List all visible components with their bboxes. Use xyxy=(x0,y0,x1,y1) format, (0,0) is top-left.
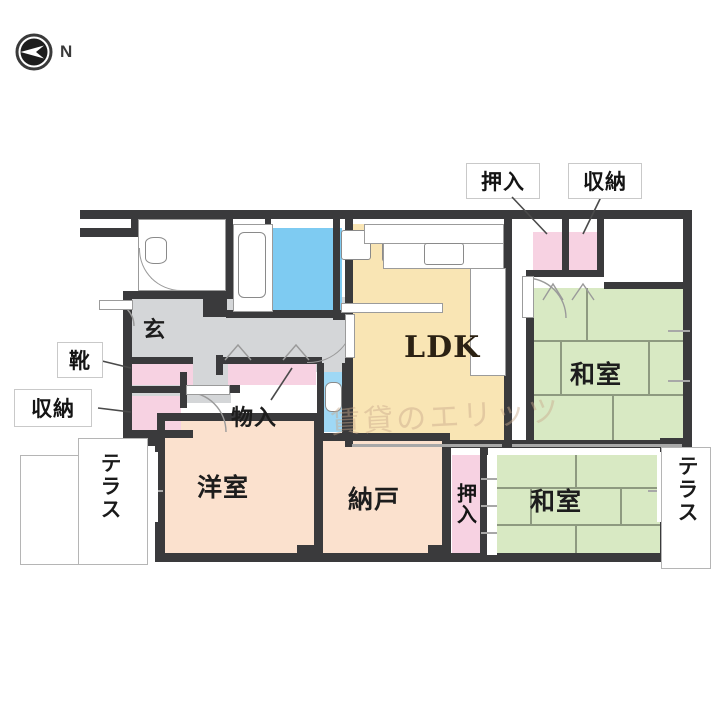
exterior-wall-bottom-step xyxy=(297,545,319,555)
interior-wall-tatami-left xyxy=(526,270,534,448)
interior-wall-ldk-right xyxy=(504,219,512,447)
oshiire-tick xyxy=(481,478,497,480)
tatami-seam xyxy=(575,524,577,558)
window-mark xyxy=(668,380,690,382)
tatami-seam xyxy=(586,288,588,340)
callout-oshiire-bottom: 押入 xyxy=(453,483,478,525)
interior-wall-monoire-top xyxy=(222,357,322,364)
tatami-seam xyxy=(533,340,691,342)
interior-wall-toilet-right xyxy=(342,363,349,435)
tatami-seam xyxy=(560,340,562,394)
tatami-seam xyxy=(612,394,614,446)
interior-wall-hallsplit xyxy=(216,355,223,375)
exterior-wall-right xyxy=(683,210,692,447)
ldk-door-panel xyxy=(345,314,355,358)
callout-shuno-top: 収納 xyxy=(568,163,642,199)
interior-wall-wash xyxy=(333,219,340,319)
tatami-seam xyxy=(575,455,577,487)
interior-wall-yoshitsu-top xyxy=(157,413,323,421)
interior-wall-closet-div xyxy=(562,219,569,277)
room-fill-yoshitsu xyxy=(165,420,315,558)
room-fill-nando xyxy=(322,440,442,558)
sliding-door-panel xyxy=(148,452,158,522)
interior-wall-nando-right xyxy=(442,440,451,560)
room-label-ldk: LDK xyxy=(404,330,481,365)
room-label-monoire: 物入 xyxy=(231,406,278,431)
interior-wall-closet-right xyxy=(597,219,604,277)
entry-door-panel xyxy=(186,385,230,395)
interior-wall-closet-base-left xyxy=(526,270,566,277)
interior-wall-shoecloset-top xyxy=(131,357,193,364)
compass-direction-label: N xyxy=(60,42,73,61)
tatami-seam xyxy=(620,487,622,524)
compass-north-icon xyxy=(14,32,54,72)
closet-fill-monoire xyxy=(228,363,316,385)
kitchen-sink-icon xyxy=(424,243,464,265)
callout-oshiire-top: 押入 xyxy=(466,163,540,199)
exterior-wall-bottom-step2 xyxy=(428,545,446,555)
interior-wall-toilet-left xyxy=(317,363,324,435)
terrace-right-label: テラス xyxy=(675,455,699,524)
terrace-right-box xyxy=(661,447,711,569)
room-label-washitsu-upper: 和室 xyxy=(570,360,623,389)
washitsu-door-panel xyxy=(522,276,534,318)
closet-fill-oshiire-bottom xyxy=(452,455,480,558)
room-label-washitsu-lower: 和室 xyxy=(530,487,583,516)
room-label-genkan: 玄 xyxy=(143,318,167,343)
exterior-wall-top xyxy=(80,210,692,219)
wall-notch-vertical xyxy=(131,219,139,237)
interior-wall-bath-bottom xyxy=(226,310,341,318)
tatami-seam xyxy=(497,487,660,489)
hall-door-panel xyxy=(99,300,133,310)
bathtub-fixture-icon xyxy=(238,232,266,298)
room-fill-sink-area xyxy=(280,228,342,318)
interior-wall-tatami-upper-top xyxy=(604,282,684,289)
oshiire-tick xyxy=(481,532,497,534)
exterior-wall-bottom xyxy=(155,553,669,562)
closet-fill-shoe-upper xyxy=(131,363,193,385)
window-mark xyxy=(668,330,690,332)
interior-wall-shoecloset-mid xyxy=(131,386,193,393)
balcony-rail-2 xyxy=(512,444,682,447)
interior-wall-bath-left xyxy=(226,219,233,299)
room-fill-washitsu-lower xyxy=(497,455,660,558)
exterior-wall-left xyxy=(123,291,132,446)
terrace-left-box-inner xyxy=(78,438,148,565)
closet-fill-oshiire-top xyxy=(533,232,562,274)
room-label-nando: 納戸 xyxy=(348,485,401,514)
closet-fill-shuno-top xyxy=(568,232,598,274)
interior-wall-shoecloset-bottom xyxy=(131,430,193,438)
callout-shuno-left: 収納 xyxy=(14,389,92,427)
callout-kutsu: 靴 xyxy=(57,342,103,378)
terrace-left-label: テラス xyxy=(98,452,122,521)
interior-wall-hall-top xyxy=(131,291,227,299)
room-label-yoshitsu: 洋室 xyxy=(197,473,250,502)
kitchen-counter-outline xyxy=(364,224,504,244)
tatami-seam xyxy=(530,487,532,524)
balcony-rail xyxy=(352,444,502,447)
washroom-counter xyxy=(341,303,443,313)
toilet-small-icon xyxy=(325,382,342,412)
interior-wall-nando-top xyxy=(322,433,450,441)
interior-wall-oshiire-right xyxy=(480,447,488,559)
oshiire-tick xyxy=(481,505,497,507)
wall-notch-top-left xyxy=(80,228,138,237)
interior-wall-kitchen-bottom xyxy=(333,312,353,320)
interior-wall-monoire-bottom xyxy=(222,385,240,393)
ldk-right-recess xyxy=(470,268,506,376)
interior-wall-yoshitsu-right xyxy=(314,420,323,560)
tatami-seam xyxy=(648,340,650,394)
tatami-seam xyxy=(497,524,660,526)
interior-wall-closet-base-right xyxy=(566,270,604,277)
interior-wall-genkan-step xyxy=(203,291,227,317)
